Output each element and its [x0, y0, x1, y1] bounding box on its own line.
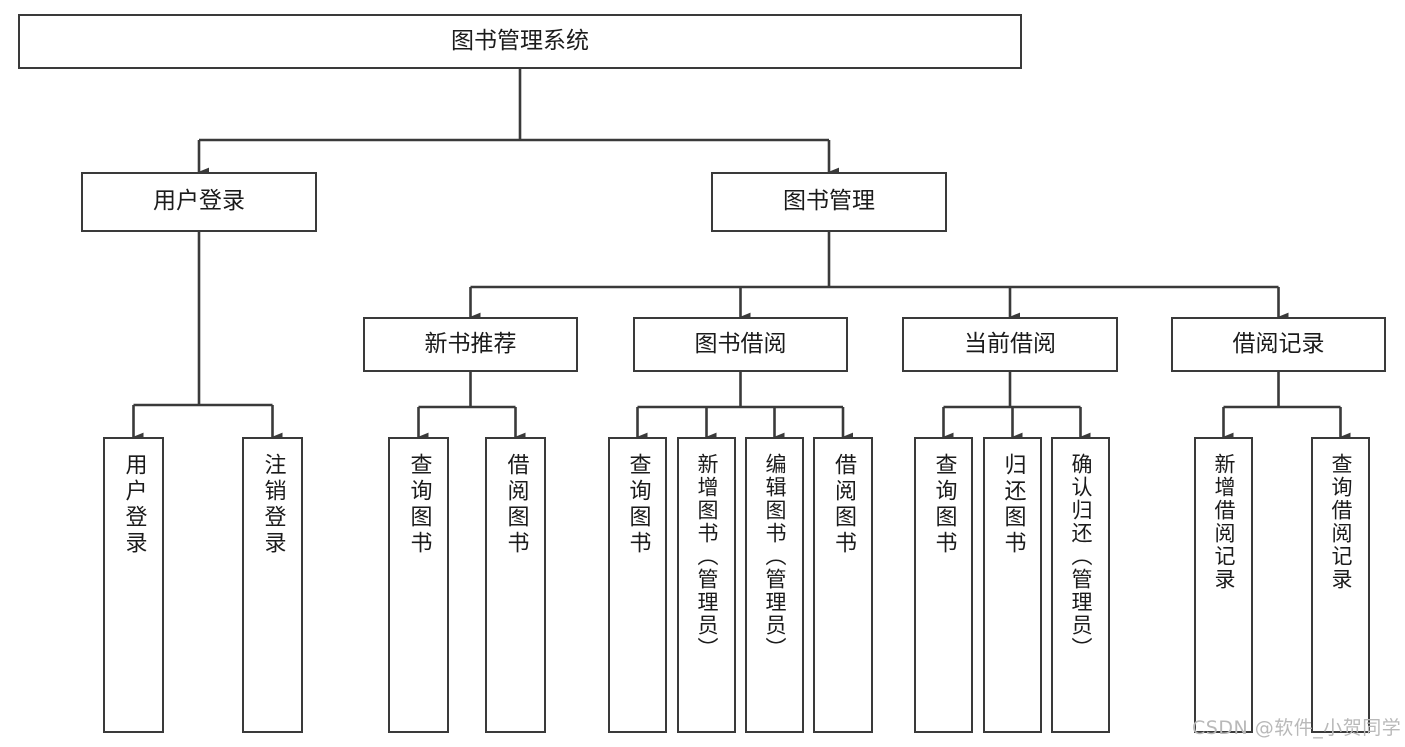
node-book-borrow[interactable]: 图书借阅 — [633, 317, 848, 372]
leaf-borrow-book-recommend[interactable]: 借阅图书 — [485, 437, 546, 733]
leaf-logout[interactable]: 注销登录 — [242, 437, 303, 733]
leaf-query-book-current-label: 查询图书 — [931, 453, 957, 557]
node-new-book-recommend[interactable]: 新书推荐 — [363, 317, 578, 372]
leaf-return-book-label: 归还图书 — [1000, 453, 1026, 557]
csdn-watermark: CSDN @软件_小贺同学 — [1192, 717, 1402, 739]
leaf-borrow-book-recommend-label: 借阅图书 — [503, 453, 529, 557]
leaf-query-book-recommend[interactable]: 查询图书 — [388, 437, 449, 733]
leaf-edit-book-admin[interactable]: 编辑图书（管理员） — [745, 437, 804, 733]
leaf-add-book-admin-label: 新增图书（管理员） — [695, 453, 719, 660]
leaf-logout-label: 注销登录 — [260, 453, 286, 557]
leaf-query-book-current[interactable]: 查询图书 — [914, 437, 973, 733]
node-borrow-record-label: 借阅记录 — [1232, 330, 1325, 357]
node-root[interactable]: 图书管理系统 — [18, 14, 1022, 69]
node-book-management[interactable]: 图书管理 — [711, 172, 947, 232]
leaf-query-book-label: 查询图书 — [625, 453, 651, 557]
node-book-borrow-label: 图书借阅 — [694, 330, 787, 357]
node-current-borrow-label: 当前借阅 — [964, 330, 1056, 357]
leaf-confirm-return-admin-label: 确认归还（管理员） — [1069, 453, 1093, 660]
leaf-query-book[interactable]: 查询图书 — [608, 437, 667, 733]
leaf-user-login-label: 用户登录 — [121, 453, 147, 557]
leaf-add-borrow-record[interactable]: 新增借阅记录 — [1194, 437, 1253, 733]
node-book-management-label: 图书管理 — [783, 188, 875, 215]
leaf-user-login[interactable]: 用户登录 — [103, 437, 164, 733]
leaf-borrow-book-label: 借阅图书 — [831, 453, 856, 557]
leaf-confirm-return-admin[interactable]: 确认归还（管理员） — [1051, 437, 1110, 733]
leaf-add-book-admin[interactable]: 新增图书（管理员） — [677, 437, 736, 733]
node-new-book-recommend-label: 新书推荐 — [424, 330, 517, 357]
node-borrow-record[interactable]: 借阅记录 — [1171, 317, 1386, 372]
leaf-return-book[interactable]: 归还图书 — [983, 437, 1042, 733]
node-root-label: 图书管理系统 — [451, 27, 589, 54]
node-user-login-label: 用户登录 — [153, 188, 245, 215]
leaf-borrow-book[interactable]: 借阅图书 — [813, 437, 873, 733]
leaf-add-borrow-record-label: 新增借阅记录 — [1212, 453, 1236, 591]
leaf-edit-book-admin-label: 编辑图书（管理员） — [763, 453, 787, 660]
leaf-query-borrow-record[interactable]: 查询借阅记录 — [1311, 437, 1370, 733]
leaf-query-borrow-record-label: 查询借阅记录 — [1329, 453, 1353, 591]
node-user-login[interactable]: 用户登录 — [81, 172, 317, 232]
node-current-borrow[interactable]: 当前借阅 — [902, 317, 1118, 372]
leaf-query-book-recommend-label: 查询图书 — [406, 453, 432, 557]
